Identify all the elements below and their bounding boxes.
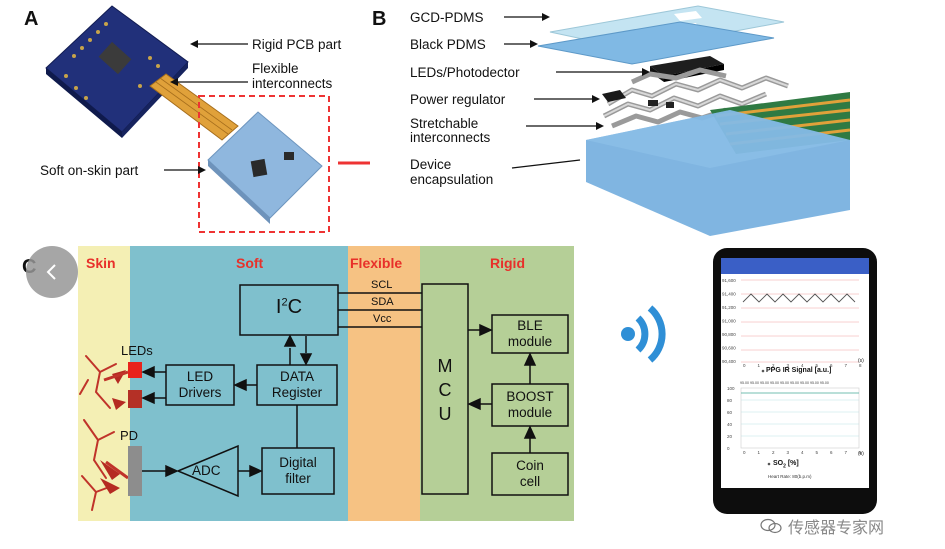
power-regulator-chip [602,90,626,102]
spo2-legend: SO2 [%] [773,460,799,470]
spo2-x-tick: 5 [816,450,819,455]
coin-cell-label: Coin cell [516,458,544,489]
bus-label-vcc: Vcc [373,313,392,325]
data-register-label: DATA Register [271,369,323,400]
ppg-y-tick: 91,400 [722,292,736,297]
ppg-x-tick: 4 [801,363,804,368]
spo2-chart: 100 80 60 40 20 0 0 1 2 3 4 5 6 7 8 [727,386,862,466]
ppg-chart: 91,600 91,400 91,200 91,000 90,800 90,600 90,4… [722,278,862,373]
adc-label: ADC [192,463,221,478]
ppg-x-tick: 2 [772,363,775,368]
section-title-rigid: Rigid [490,255,525,271]
phone-charts: 91,600 91,400 91,200 91,000 90,800 90,600 90,4… [722,278,862,466]
leds-label: LEDs [121,343,153,358]
black-pdms-layer [537,21,775,65]
spo2-x-tick: 6 [830,450,833,455]
label-black-pdms: Black PDMS [410,37,486,52]
spo2-x-tick: 8 [859,450,862,455]
section-flexible-bg [348,246,420,521]
led-ir-square [128,390,142,408]
label-leds-photodetector: LEDs/Photodector [410,65,520,80]
panel-b-letter: B [372,8,387,30]
bus-label-scl: SCL [371,279,393,291]
label-soft-on-skin: Soft on-skin part [40,163,139,178]
ppg-waveform [742,293,856,303]
label-device-encapsulation: Device encapsulation [410,157,494,187]
ppg-y-tick: 91,000 [722,319,736,324]
ppg-x-tick: 6 [830,363,833,368]
led-red-square [128,362,142,378]
label-stretchable-interconnects: Stretchable interconnects [410,116,491,145]
mcu-label: M C U [437,356,453,424]
spo2-x-tick: 7 [845,450,848,455]
phone-app-header [721,258,869,274]
spo2-x-tick: 1 [758,450,761,455]
ppg-x-tick: 0 [743,363,746,368]
ppg-y-tick: 91,600 [722,278,736,283]
section-title-skin: Skin [86,255,116,271]
ble-label: BLE module [507,318,553,349]
spo2-y-tick: 20 [727,434,733,439]
ppg-x-tick: 3 [787,363,790,368]
spo2-y-tick: 60 [727,410,733,415]
spo2-x-tick: 0 [743,450,746,455]
spo2-x-tick: 4 [801,450,804,455]
ppg-x-ticks: 0 1 2 3 4 5 6 7 8 [743,363,862,368]
ppg-y-tick: 90,800 [722,332,736,337]
chevron-left-icon [46,264,56,280]
led-drivers-label: LED Drivers [178,369,222,400]
ppg-x-tick: 8 [859,363,862,368]
label-gcd-pdms: GCD-PDMS [410,10,484,25]
photodiode-bar [128,446,142,496]
spo2-x-ticks: 0 1 2 3 4 5 6 7 8 [743,450,862,455]
ppg-legend: PPG IR Signal [a.u.] [766,367,832,374]
spo2-x-unit: (s) [858,451,864,457]
ppg-y-ticks: 91,600 91,400 91,200 91,000 90,800 90,600 90,4… [722,278,736,364]
ppg-x-tick: 5 [816,363,819,368]
heart-rate-readout: Heart Rate: 80(b.p.m) [768,474,812,479]
spo2-y-tick: 80 [727,398,733,403]
panel-a-illustration [45,5,370,233]
spo2-y-tick: 0 [727,446,730,451]
wechat-icon [760,518,782,534]
wireless-signal-icon [621,305,666,363]
section-title-flexible: Flexible [350,255,403,271]
ppg-x-tick: 7 [845,363,848,368]
bus-label-sda: SDA [371,296,394,308]
i2c-label: I2C [275,296,303,318]
spo2-x-tick: 2 [772,450,775,455]
digital-filter-label: Digital filter [279,455,317,486]
spo2-y-tick: 100 [727,386,735,391]
spo2-y-tick: 40 [727,422,733,427]
soft-part-highlight-box [198,95,330,233]
boost-label: BOOST module [506,389,554,420]
led-photodetector-module [650,56,724,76]
panel-a-letter: A [24,8,39,30]
label-power-regulator: Power regulator [410,92,506,107]
ppg-y-tick: 91,200 [722,305,736,310]
ppg-y-tick: 90,400 [722,359,736,364]
watermark-text: 传感器专家网 [788,518,885,537]
ppg-x-unit: (s) [858,358,864,364]
pd-label: PD [120,428,139,443]
label-flexible-interconnects: Flexible interconnects [252,61,333,91]
mcu-block [421,283,469,495]
label-rigid-pcb: Rigid PCB part [252,37,342,52]
panel-b-exploded-view [504,5,850,236]
ppg-y-tick: 90,600 [722,346,736,351]
spo2-y-ticks: 100 80 60 40 20 0 [727,386,735,451]
spo2-x-tick: 3 [787,450,790,455]
ppg-x-tick: 1 [758,363,761,368]
watermark: 传感器专家网 [760,514,884,538]
back-button[interactable] [26,246,78,298]
section-title-soft: Soft [236,255,264,271]
spo2-strip: 95.00 95.00 95.00 95.00 95.00 95.00 95.0… [740,381,829,385]
blood-vessels [79,355,117,511]
